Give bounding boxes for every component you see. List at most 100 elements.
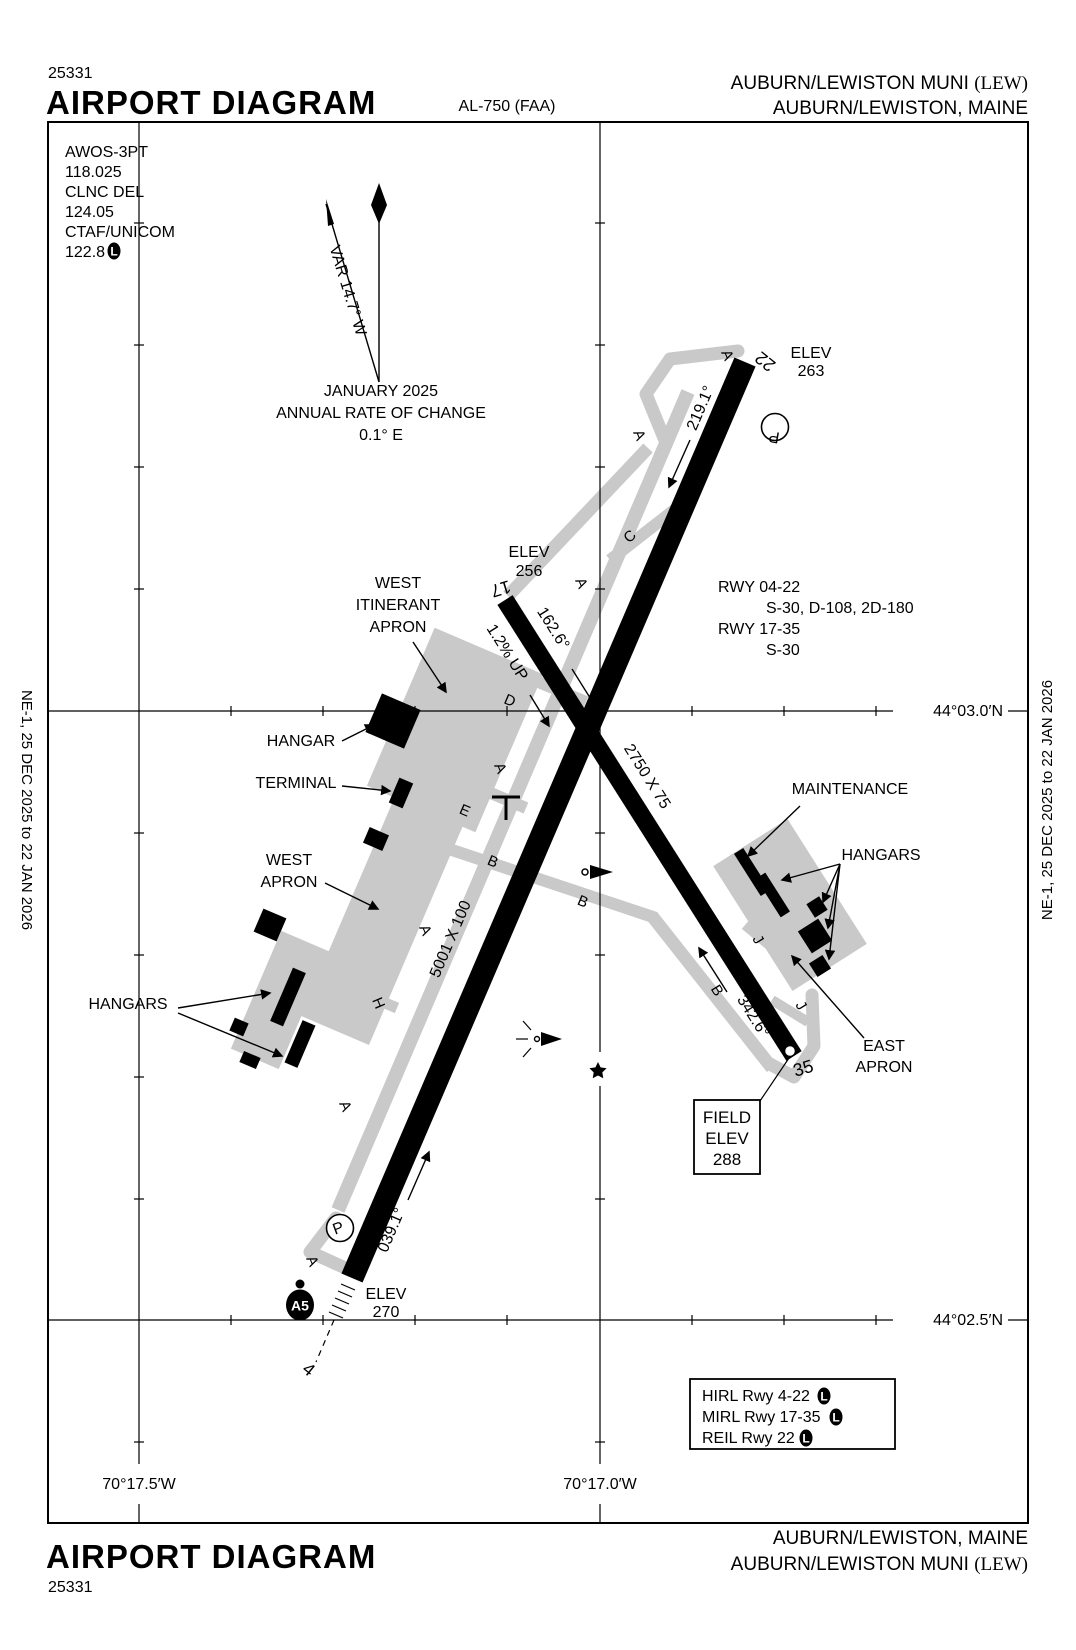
approach-lighting-rwy4: A5	[286, 1279, 356, 1363]
rwy1735-label: RWY 17-35	[718, 621, 800, 638]
airport-name-text: AUBURN/LEWISTON MUNI	[731, 73, 975, 94]
city-state: AUBURN/LEWISTON, MAINE	[773, 98, 1028, 119]
comm-awos-freq: 118.025	[65, 164, 122, 181]
legend-mirl: MIRL Rwy 17-35	[702, 1409, 821, 1426]
margin-note-left: NE-1, 25 DEC 2025 to 22 JAN 2026	[18, 690, 35, 930]
variation-date: JANUARY 2025	[324, 383, 438, 400]
field-elev-value: 288	[713, 1150, 741, 1169]
legend-reil: REIL Rwy 22	[702, 1430, 795, 1447]
west-hangar-row-1	[270, 967, 306, 1027]
lon-label-2: 70°17.0′W	[563, 1476, 637, 1493]
rate-of-change-label: ANNUAL RATE OF CHANGE	[276, 405, 486, 422]
field-elev-line1: FIELD	[703, 1108, 751, 1127]
taxiway-a-label: A	[335, 1098, 355, 1114]
lon-label-1: 70°17.5′W	[102, 1476, 176, 1493]
comm-awos: AWOS-3PT	[65, 144, 148, 161]
rwy0422-dimensions: 5001 X 100	[427, 898, 475, 980]
east-hangar-1	[756, 872, 790, 918]
field-elev-point	[783, 1044, 797, 1058]
rwy17-elev-value: 256	[516, 563, 543, 580]
parking-symbol-south: P	[325, 1213, 355, 1243]
rwy04-elev-value: 270	[373, 1304, 400, 1321]
field-elevation-box: FIELD ELEV 288	[693, 1057, 790, 1175]
taxiways-aprons	[230, 344, 867, 1278]
chart-border	[47, 121, 1029, 1524]
runway-17-35	[497, 595, 802, 1061]
west-hangar-row-2	[284, 1020, 316, 1068]
east-apron-label-2: APRON	[856, 1059, 913, 1076]
north-arrow-group: VAR 14.7° W JANUARY 2025 ANNUAL RATE OF …	[276, 183, 486, 444]
terminal-building	[388, 777, 414, 809]
lighted-symbol	[817, 1387, 831, 1405]
al-number: AL-750 (FAA)	[459, 98, 556, 115]
beacon-star-symbol	[589, 1062, 607, 1079]
magnetic-north-arrow	[325, 203, 380, 383]
parking-symbol-north: P	[760, 412, 790, 446]
lighted-symbol	[799, 1429, 813, 1447]
terminal-label: TERMINAL	[256, 775, 337, 792]
lighted-symbol-letter: L	[820, 1390, 827, 1404]
hangar-building	[365, 693, 421, 749]
comm-clnc-freq: 124.05	[65, 204, 114, 221]
legend-hirl: HIRL Rwy 4-22	[702, 1388, 810, 1405]
footer-airport-id-text: (LEW)	[974, 1554, 1028, 1575]
comm-ctaf: CTAF/UNICOM	[65, 224, 175, 241]
rwy1735-strength: S-30	[766, 642, 800, 659]
footer-chart-code: 25331	[48, 1579, 93, 1596]
lighting-legend-box: HIRL Rwy 4-22 L MIRL Rwy 17-35 L REIL Rw…	[689, 1378, 896, 1450]
taxiway-a-label: A	[629, 427, 649, 443]
comm-ctaf-freq: 122.8	[65, 244, 105, 261]
west-itinerant-apron-label-1: WEST	[375, 575, 421, 592]
comm-clnc: CLNC DEL	[65, 184, 144, 201]
west-apron-label-2: APRON	[261, 874, 318, 891]
lighted-symbol-letter: L	[832, 1411, 839, 1425]
hangar-label: HANGAR	[267, 733, 335, 750]
west-apron-label-1: WEST	[266, 852, 312, 869]
sequenced-flasher-dot	[295, 1279, 305, 1289]
runway-data-block: RWY 04-22 S-30, D-108, 2D-180 RWY 17-35 …	[718, 579, 914, 659]
rwy22-number: 22	[751, 348, 779, 376]
margin-note-right: NE-1, 25 DEC 2025 to 22 JAN 2026	[1039, 680, 1056, 920]
area-labels: WEST ITINERANT APRON HANGAR TERMINAL WES…	[88, 575, 920, 1076]
rwy04-elev-label: ELEV	[366, 1286, 407, 1303]
approach-light-code: A5	[291, 1298, 309, 1314]
rwy0422-label: RWY 04-22	[718, 579, 800, 596]
wind-tee-symbol	[492, 795, 520, 820]
header-chart-code: 25331	[48, 65, 93, 82]
airport-id-text: (LEW)	[974, 73, 1028, 94]
page-title: AIRPORT DIAGRAM	[46, 84, 376, 121]
lighted-windsock-symbol	[516, 1020, 562, 1058]
footer-airport-name: AUBURN/LEWISTON MUNI (LEW)	[731, 1554, 1028, 1575]
field-elev-line2: ELEV	[705, 1129, 749, 1148]
footer: AIRPORT DIAGRAM 25331 AUBURN/LEWISTON, M…	[46, 1528, 1028, 1596]
runways	[341, 357, 802, 1283]
comm-frequencies: AWOS-3PT 118.025 CLNC DEL 124.05 CTAF/UN…	[65, 144, 175, 261]
parking-letter: P	[767, 427, 780, 446]
footer-city-state: AUBURN/LEWISTON, MAINE	[773, 1528, 1028, 1549]
east-apron-label-1: EAST	[863, 1038, 905, 1055]
airport-name: AUBURN/LEWISTON MUNI (LEW)	[731, 73, 1028, 94]
east-hangar-3	[797, 918, 833, 954]
lat-label-1: 44°03.0′N	[933, 703, 1003, 720]
rwy22-elev-value: 263	[798, 363, 825, 380]
rate-of-change-value: 0.1° E	[359, 427, 403, 444]
lat-label-2: 44°02.5′N	[933, 1312, 1003, 1329]
west-itinerant-apron-label-2: ITINERANT	[356, 597, 441, 614]
lat-lon-grid: 44°03.0′N 44°02.5′N 70°17.5′W 70°17.0′W	[48, 122, 1028, 1523]
taxiway-a-label: A	[571, 575, 591, 591]
runway-04-22	[341, 357, 756, 1283]
lighted-symbol	[107, 242, 121, 260]
maintenance-label: MAINTENANCE	[792, 781, 908, 798]
approach-light-symbol	[286, 1289, 314, 1321]
lighted-symbol-letter: L	[110, 245, 117, 259]
rwy22-elev-label: ELEV	[791, 345, 832, 362]
hangars-east-label: HANGARS	[841, 847, 920, 864]
west-itinerant-apron-label-3: APRON	[370, 619, 427, 636]
lighted-symbol-letter: L	[802, 1432, 809, 1446]
header: 25331 AIRPORT DIAGRAM AL-750 (FAA) AUBUR…	[46, 65, 1028, 121]
hangars-west-label: HANGARS	[88, 996, 167, 1013]
footer-airport-name-text: AUBURN/LEWISTON MUNI	[731, 1554, 975, 1575]
rwy0422-strength: S-30, D-108, 2D-180	[766, 600, 914, 617]
footer-title: AIRPORT DIAGRAM	[46, 1538, 376, 1575]
